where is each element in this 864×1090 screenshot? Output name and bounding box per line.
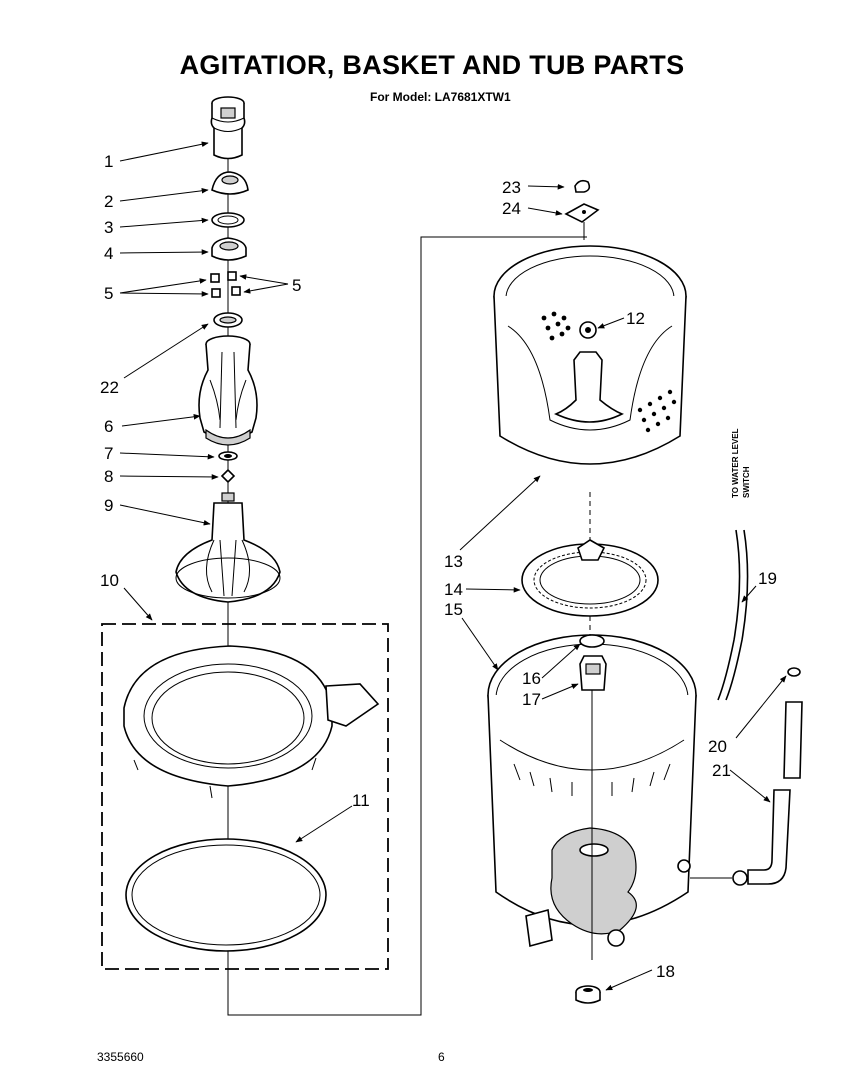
part-19-hose [717, 529, 749, 701]
callout-15: 15 [444, 600, 463, 619]
callout-11: 11 [352, 791, 370, 810]
part-21-drain-hose [690, 701, 803, 886]
callout-2: 2 [104, 192, 113, 211]
part-20-clamp [787, 667, 801, 677]
part-23-clip [574, 179, 591, 193]
part-7-seal [218, 451, 238, 461]
callout-9: 9 [104, 496, 113, 515]
part-9-agitator-base [175, 492, 281, 603]
part-6-agitator-barrel [198, 335, 258, 446]
svg-text:TO WATER LEVEL: TO WATER LEVEL [731, 428, 740, 498]
page-number: 6 [438, 1050, 445, 1064]
callout-8: 8 [104, 467, 113, 486]
water-level-switch-note: TO WATER LEVEL SWITCH [731, 428, 751, 498]
callout-21: 21 [712, 761, 731, 780]
callout-4: 4 [104, 244, 113, 263]
part-17-bearing [579, 655, 607, 691]
callout-7: 7 [104, 444, 113, 463]
part-4-cam [211, 237, 247, 261]
callout-12: 12 [626, 309, 645, 328]
callout-20: 20 [708, 737, 727, 756]
basket-hub-ring [123, 645, 380, 799]
callout-22: 22 [100, 378, 119, 397]
svg-text:SWITCH: SWITCH [742, 466, 751, 498]
page-title: AGITATIOR, BASKET AND TUB PARTS [179, 50, 685, 80]
callout-5-right: 5 [292, 276, 301, 295]
part-13-basket [493, 245, 687, 465]
part-1-agitator-cap [210, 96, 246, 160]
callout-6: 6 [104, 417, 113, 436]
part-11-gasket [125, 838, 327, 952]
part-3-ring [211, 212, 245, 228]
part-5-dogs [210, 271, 241, 298]
part-2-cover [211, 171, 249, 195]
part-14-drive-ring [521, 539, 659, 617]
callout-24: 24 [502, 199, 521, 218]
part-24-bracket [564, 203, 600, 223]
callout-arrows [119, 141, 787, 991]
callout-17: 17 [522, 690, 541, 709]
part-18-grommet [575, 985, 601, 1004]
callout-19: 19 [758, 569, 777, 588]
callout-23: 23 [502, 178, 521, 197]
callout-14: 14 [444, 580, 463, 599]
part-22-ring [213, 312, 243, 328]
callout-13: 13 [444, 552, 463, 571]
connection-line [227, 236, 587, 1016]
callout-18: 18 [656, 962, 675, 981]
callout-5-left: 5 [104, 284, 113, 303]
callout-10: 10 [100, 571, 119, 590]
part-16-seal-ring [579, 634, 605, 648]
callout-1: 1 [104, 152, 113, 171]
part-10-kit-box [101, 623, 389, 970]
document-number: 3355660 [97, 1050, 144, 1064]
callout-16: 16 [522, 669, 541, 688]
callout-3: 3 [104, 218, 113, 237]
page-subtitle: For Model: LA7681XTW1 [370, 90, 511, 104]
part-8-washer [220, 468, 236, 484]
